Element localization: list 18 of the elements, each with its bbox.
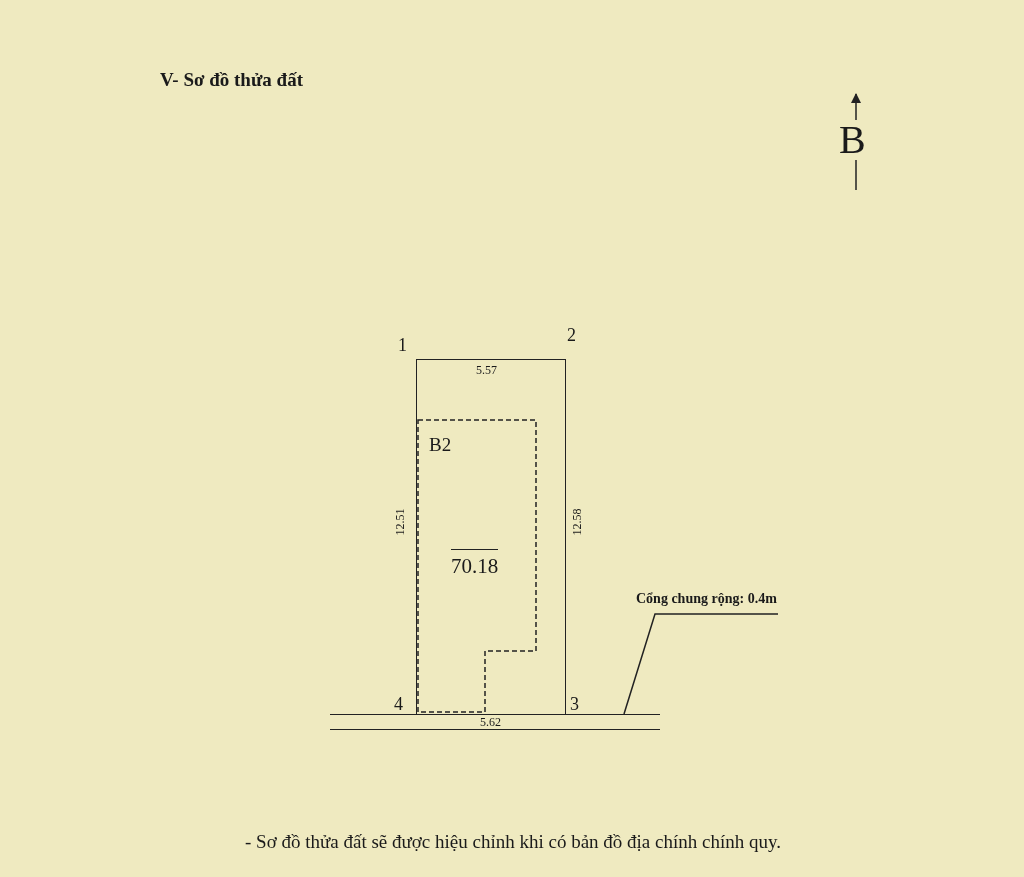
building-code: B2 <box>429 435 452 454</box>
building-footprint <box>417 419 537 713</box>
corner-number: 2 <box>567 326 576 344</box>
dimension-label: 5.62 <box>480 716 501 728</box>
land-parcel <box>416 359 566 715</box>
corner-number: 4 <box>394 695 403 713</box>
area-value: 70.18 <box>451 549 499 577</box>
gate-note: Cổng chung rộng: 0.4m <box>636 592 796 612</box>
dimension-label: 12.58 <box>570 508 583 536</box>
diagram-title: V- Sơ đồ thửa đất <box>160 70 303 89</box>
north-letter: B <box>838 120 867 160</box>
leader-line <box>623 613 779 715</box>
dimension-label: 5.57 <box>476 364 497 376</box>
dimension-label: 12.51 <box>393 508 406 536</box>
corner-number: 1 <box>398 336 407 354</box>
road <box>330 714 660 730</box>
corner-number: 3 <box>570 695 579 713</box>
footnote: - Sơ đồ thửa đất sẽ được hiệu chỉnh khi có bản đồ địa chính chính quy. <box>245 832 781 851</box>
